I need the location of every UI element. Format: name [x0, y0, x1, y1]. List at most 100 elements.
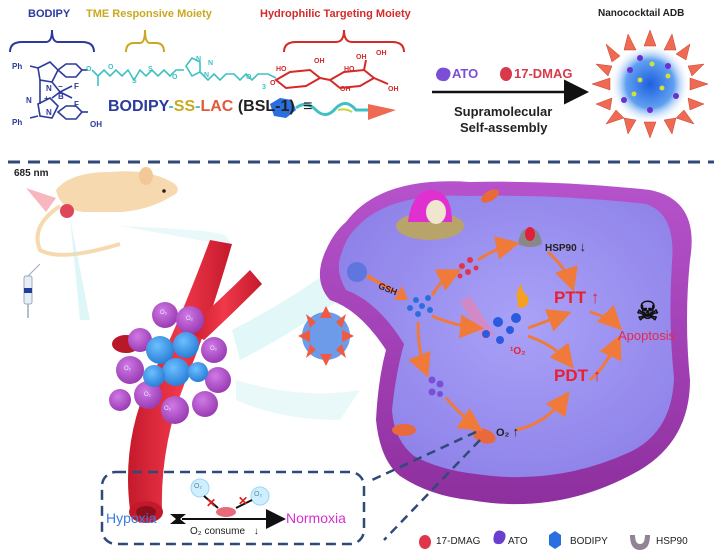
bodipy-structure	[29, 61, 88, 120]
arrow-caption-line1: Supramolecular	[454, 104, 553, 119]
o2-consume-text: O₂ consume	[190, 526, 246, 537]
o2-mark: O₂	[160, 310, 167, 316]
compound-abbrev: (BSL-1)	[237, 98, 295, 115]
atom-f: F	[74, 100, 79, 109]
ato-particles	[428, 376, 444, 397]
lactose-structure	[274, 59, 389, 90]
bracket-tme	[125, 29, 165, 53]
reagent-17-dmag-label: 17-DMAG	[514, 66, 573, 81]
mitochondria	[392, 189, 500, 444]
ptt-label: PTT ↑	[554, 288, 599, 308]
o2-text: O₂	[496, 427, 510, 439]
cancer-cell	[319, 181, 692, 505]
o2-mark: O₂	[144, 392, 151, 398]
atom-ho: HO	[276, 66, 287, 73]
o2-mark: O₂	[210, 346, 217, 352]
nucleus	[396, 190, 464, 240]
legend-17-dmag-icon	[419, 535, 431, 549]
hypoxia-arrow-tail	[170, 514, 186, 524]
down-arrow-icon: ↓	[253, 526, 259, 537]
atom-ph: Ph	[12, 62, 23, 71]
atom-n: N	[26, 96, 32, 105]
mouse-illustration	[26, 167, 178, 320]
legend-bodipy-icon	[549, 531, 561, 549]
atom-s: S	[148, 66, 153, 73]
legend-bodipy-label: BODIPY	[570, 536, 608, 547]
blocked-x-icon: ✕	[238, 494, 249, 508]
product-label: Nanococktail ADB	[598, 8, 685, 19]
ptt-text: PTT	[554, 288, 587, 307]
hypoxia-label: Hypoxia	[106, 510, 157, 526]
17-dmag-icon	[500, 67, 512, 81]
compound-part-bodipy: BODIPY	[108, 98, 169, 115]
reagent-ato-label: ATO	[452, 66, 479, 81]
syringe-icon	[23, 263, 41, 318]
o2-mark: O₂	[186, 316, 193, 322]
o2-mark: O₂	[124, 366, 131, 372]
hsp90-text: HSP90	[545, 243, 577, 254]
o2-increase-label: O₂ ↑	[496, 424, 519, 439]
hsp90-complex	[518, 227, 542, 247]
atom-n: N	[196, 56, 202, 63]
atom-o: O	[172, 74, 178, 81]
pdt-text: PDT	[554, 366, 588, 385]
atom-n: N	[46, 108, 52, 117]
atom-subscript: 3	[262, 84, 266, 91]
o2-bubble-2-label: O₂	[254, 491, 263, 498]
bodipy-cluster	[407, 295, 433, 317]
o2-bubble-1-label: O₂	[194, 483, 203, 490]
compound-sep: -	[195, 98, 201, 115]
atom-oh: OH	[90, 120, 102, 129]
legend-hsp90-label: HSP90	[656, 536, 688, 547]
equivalence-symbol: ≡	[303, 98, 313, 115]
atom-n: N	[208, 60, 214, 67]
atom-oh: OH	[340, 86, 351, 93]
atom-f: F	[74, 82, 79, 91]
label-bodipy: BODIPY	[28, 8, 71, 20]
up-arrow-icon: ↑	[590, 288, 600, 307]
atom-n: N	[204, 72, 210, 79]
gsh-arrow	[366, 274, 408, 300]
skull-icon: ☠	[636, 296, 660, 326]
compound-part-lac: LAC	[200, 98, 234, 115]
o2-mark: O₂	[164, 406, 171, 412]
atom-o: O	[86, 66, 92, 73]
atom-ph: Ph	[12, 118, 23, 127]
o2-consume-label: O₂ consume ↓	[190, 526, 259, 537]
atom-s: S	[132, 78, 137, 85]
atom-oh: OH	[388, 86, 399, 93]
up-arrow-icon: ↑	[512, 424, 520, 439]
down-arrow-icon: ↓	[579, 239, 586, 254]
atom-n: N	[46, 84, 52, 93]
tumor-cluster	[109, 302, 231, 424]
compound-sep: -	[168, 98, 174, 115]
legend-ato-icon	[493, 530, 506, 545]
pdt-label: PDT ↑	[554, 366, 601, 386]
atom-oh: OH	[356, 54, 367, 61]
atom-oh: OH	[376, 50, 387, 57]
o2-bubble-2	[250, 486, 270, 506]
legend-17-dmag-label: 17-DMAG	[436, 536, 481, 547]
ato-icon	[436, 67, 451, 82]
normoxia-label: Normoxia	[286, 510, 346, 526]
bsl1-schematic-icon	[270, 98, 396, 120]
atom-o: O	[246, 74, 252, 81]
up-arrow-icon: ↑	[592, 366, 602, 385]
label-hydrophilic-targeting: Hydrophilic Targeting Moiety	[260, 8, 411, 20]
compound-part-ss: SS	[173, 98, 196, 115]
nanococktail-particle	[591, 29, 709, 139]
atom-ho: HO	[344, 66, 355, 73]
atom-plus: +	[44, 94, 49, 103]
inset-box	[100, 470, 366, 546]
atom-b: B	[58, 92, 64, 101]
hsp90-label: HSP90 ↓	[545, 239, 586, 254]
atom-o: O	[108, 64, 114, 71]
legend-ato-label: ATO	[508, 536, 528, 547]
atom-o: O	[270, 80, 276, 87]
arrow-caption-line2: Self-assembly	[460, 120, 548, 135]
bracket-bodipy	[9, 29, 95, 53]
label-tme-responsive: TME Responsive Moiety	[86, 8, 212, 20]
compound-name: BODIPY-SS-LAC (BSL-1) ≡	[108, 98, 313, 116]
inset-mitochondrion	[216, 507, 236, 517]
bodipy-particles	[482, 313, 521, 344]
